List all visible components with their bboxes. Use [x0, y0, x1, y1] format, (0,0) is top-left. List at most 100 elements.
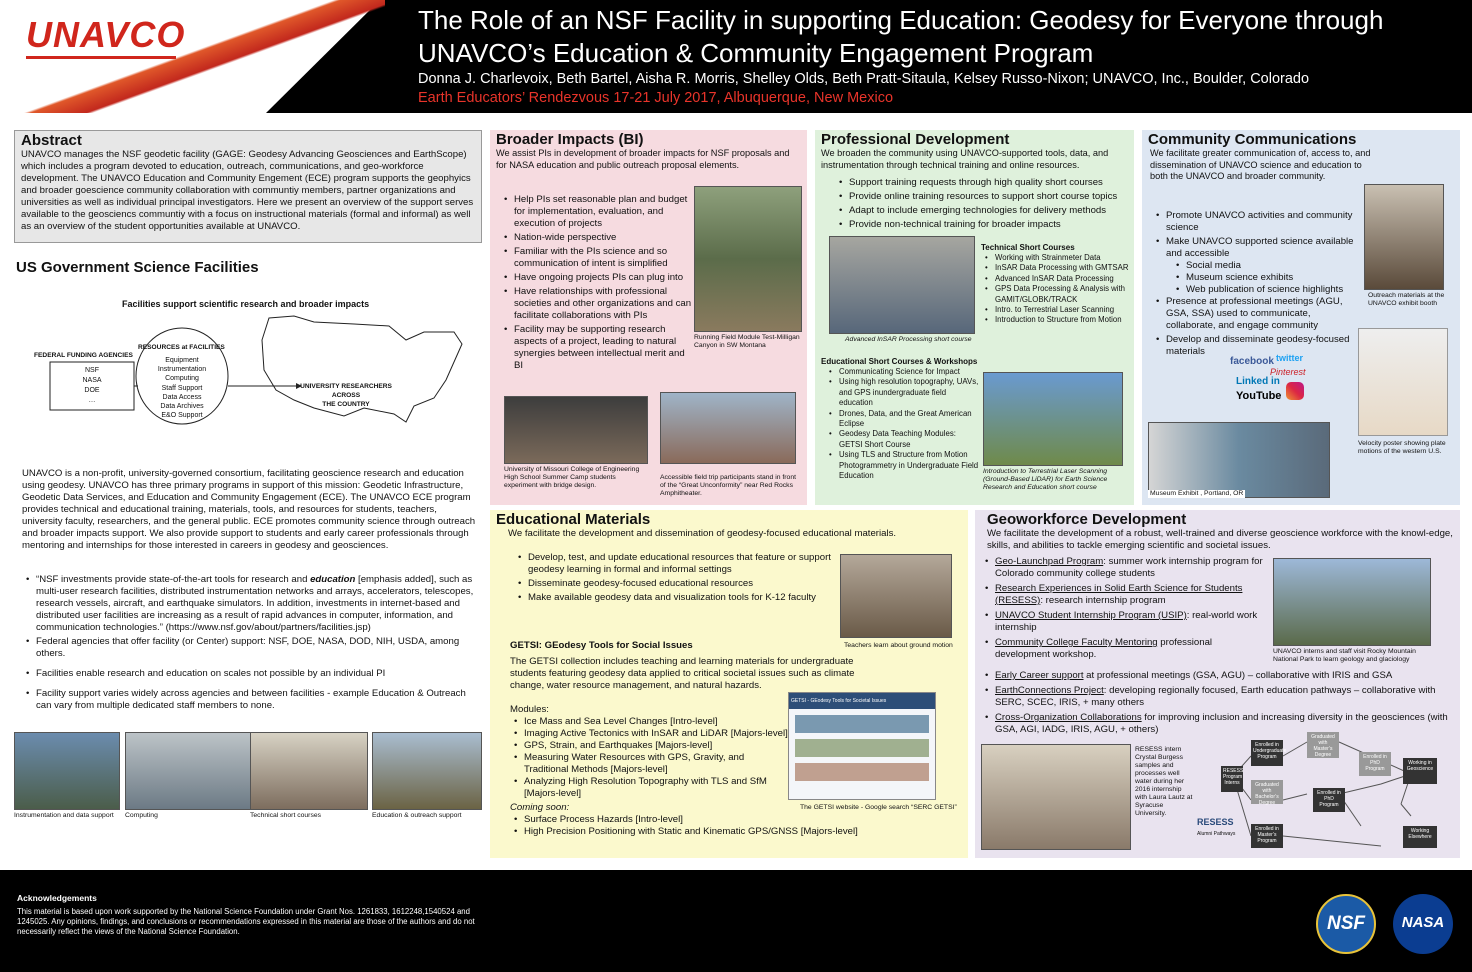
- nasa-logo: NASA: [1393, 894, 1453, 954]
- edu-course: Using TLS and Structure from Motion Phot…: [829, 450, 979, 481]
- facebook-icon: facebook: [1230, 356, 1274, 367]
- flow-node: Working in Geoscience: [1403, 758, 1437, 784]
- tech-course: Introduction to Structure from Motion: [985, 315, 1135, 326]
- caption: Outreach materials at the UNAVCO exhibit…: [1368, 292, 1445, 307]
- gw-item: Cross-Organization Collaborations for im…: [985, 712, 1451, 736]
- photo-red-rocks: [660, 392, 796, 464]
- resources-ellipse: [135, 327, 229, 425]
- cc-intro: We facilitate greater communication of, …: [1150, 148, 1371, 181]
- ack-text: This material is based upon work support…: [17, 907, 475, 936]
- gw-text: professional development workshop.: [995, 637, 1213, 660]
- gw-link[interactable]: EarthConnections Project: [995, 685, 1104, 696]
- tech-course: Working with Strainmeter Data: [985, 253, 1135, 264]
- resource-item: Equipment: [165, 357, 199, 364]
- resources-list: Equipment Instrumentation Computing Staf…: [136, 356, 228, 420]
- gw-text: at professional meetings (GSA, AGU) – co…: [1083, 670, 1393, 681]
- getsi-website-screenshot: GETSI - GEodesy Tools for Societal Issue…: [788, 692, 936, 800]
- cc-list-2: Presence at professional meetings (AGU, …: [1156, 296, 1356, 360]
- caption: Education & outreach support: [372, 812, 462, 819]
- em-item: Make available geodesy data and visualiz…: [518, 592, 838, 604]
- caption: UNAVCO interns and staff visit Rocky Mou…: [1273, 648, 1416, 663]
- flow-node: Enrolled in PhD Program: [1359, 752, 1391, 776]
- edu-course: Using high resolution topography, UAVs, …: [829, 377, 979, 408]
- pd-list: Support training requests through high q…: [839, 177, 1128, 231]
- bi-title: Broader Impacts (BI): [496, 131, 644, 148]
- gw-item: Community College Faculty Mentoring prof…: [985, 637, 1265, 661]
- edu-course: Geodesy Data Teaching Modules: GETSI Sho…: [829, 429, 979, 450]
- resources-label: RESOURCES at FACILITIES: [138, 344, 225, 351]
- module-item: Measuring Water Resources with GPS, Grav…: [514, 752, 788, 776]
- caption: University of Missouri College of Engine…: [504, 466, 640, 489]
- researchers-label: UNIVERSITY RESEARCHERS ACROSS THE COUNTR…: [286, 382, 406, 409]
- community-communications-box: Community Communications We facilitate g…: [1142, 130, 1460, 505]
- coming-soon-item: High Precision Positioning with Static a…: [514, 826, 934, 838]
- modules-label: Modules:: [510, 704, 549, 715]
- photo-tls-course: [983, 372, 1123, 466]
- gw-link[interactable]: Research Experiences in Solid Earth Scie…: [995, 583, 1243, 606]
- researchers-line: THE COUNTRY: [322, 401, 370, 408]
- gw-intro: We facilitate the development of a robus…: [987, 528, 1453, 551]
- abstract-title: Abstract: [21, 132, 82, 149]
- cc-item: Make UNAVCO supported science available …: [1156, 236, 1354, 260]
- bi-item: Familiar with the PIs science and so com…: [504, 246, 694, 270]
- gw-text: for improving inclusion and increasing d…: [995, 712, 1448, 735]
- gw-link[interactable]: Early Career support: [995, 670, 1084, 681]
- gw-link[interactable]: Community College Faculty Mentoring: [995, 637, 1158, 648]
- em-intro: We facilitate the development and dissem…: [508, 528, 897, 539]
- photo-short-courses: [250, 732, 368, 810]
- bi-item: Have relationships with professional soc…: [504, 286, 694, 322]
- gw-link[interactable]: Geo-Launchpad Program: [995, 556, 1104, 567]
- bi-item: Nation-wide perspective: [504, 232, 694, 244]
- resource-item: Staff Support: [161, 384, 203, 392]
- edu-courses-list: Communicating Science for Impact Using h…: [829, 367, 979, 481]
- venue: Earth Educators’ Rendezvous 17-21 July 2…: [418, 90, 894, 106]
- em-list: Develop, test, and update educational re…: [518, 552, 838, 606]
- caption: Technical short courses: [250, 812, 322, 819]
- tech-courses-title: Technical Short Courses: [981, 243, 1075, 252]
- facilities-bullet: Facility support varies widely across ag…: [26, 688, 478, 712]
- logo-underline: [26, 56, 176, 59]
- photo-museum-exhibit: [1148, 422, 1330, 498]
- pd-item: Provide online training resources to sup…: [839, 191, 1128, 203]
- twitter-icon: twitter: [1276, 353, 1303, 363]
- instagram-icon: [1286, 382, 1304, 400]
- photo-teachers: [840, 554, 952, 638]
- resource-item: Data Access: [162, 393, 202, 401]
- linkedin-icon: Linked in: [1236, 376, 1280, 387]
- ack-title: Acknowledgements: [17, 893, 97, 903]
- caption: Advanced InSAR Processing short course: [845, 336, 972, 343]
- quote-text: [emphasis added], such as multi-user res…: [36, 574, 474, 633]
- flow-node: RESESS Program Interns: [1221, 766, 1243, 792]
- getsi-title: GETSI: GEodesy Tools for Social Issues: [510, 640, 693, 651]
- em-item: Develop, test, and update educational re…: [518, 552, 838, 576]
- photo-instrumentation: [14, 732, 120, 810]
- photo-insar-course: [829, 236, 975, 334]
- caption: RESESS intern Crystal Burgess samples an…: [1135, 746, 1193, 817]
- quote-text: “NSF investments provide state-of-the-ar…: [36, 574, 311, 585]
- agency: NASA: [82, 377, 102, 384]
- us-map-outline: [261, 315, 463, 423]
- poster-footer: Acknowledgements This material is based …: [0, 870, 1472, 972]
- resource-item: Instrumentation: [157, 366, 207, 374]
- gw-link[interactable]: Cross-Organization Collaborations: [995, 712, 1142, 723]
- poster-title: The Role of an NSF Facility in supportin…: [418, 4, 1458, 70]
- module-item: GPS, Strain, and Earthquakes [Majors-lev…: [514, 740, 788, 752]
- resource-item: Data Archives: [160, 403, 204, 411]
- youtube-icon: YouTube: [1236, 390, 1282, 402]
- flow-node: Enrolled in PhD Program: [1313, 788, 1345, 812]
- gw-list-2: Early Career support at professional mee…: [985, 670, 1451, 739]
- caption: Computing: [125, 812, 158, 819]
- photo-bridge-camp: [504, 396, 648, 464]
- geoworkforce-box: Geoworkforce Development We facilitate t…: [975, 510, 1460, 858]
- bi-item: Help PIs set reasonable plan and budget …: [504, 194, 694, 230]
- bi-intro: We assist PIs in development of broader …: [496, 148, 790, 170]
- cc-sublist: Social media Museum science exhibits Web…: [1176, 260, 1356, 296]
- educational-materials-box: Educational Materials We facilitate the …: [490, 510, 968, 858]
- modules-list: Ice Mass and Sea Level Changes [Intro-le…: [514, 716, 788, 800]
- caption: Introduction to Terrestrial Laser Scanni…: [983, 468, 1108, 491]
- diagram-title: Facilities support scientific research a…: [122, 299, 370, 309]
- edu-courses-title: Educational Short Courses & Workshops: [821, 357, 978, 366]
- gw-link[interactable]: UNAVCO Student Internship Program (USIP): [995, 610, 1187, 621]
- gw-text: : summer work internship program for Col…: [995, 556, 1263, 579]
- flow-node: Enrolled in Undergraduate Program: [1251, 740, 1286, 766]
